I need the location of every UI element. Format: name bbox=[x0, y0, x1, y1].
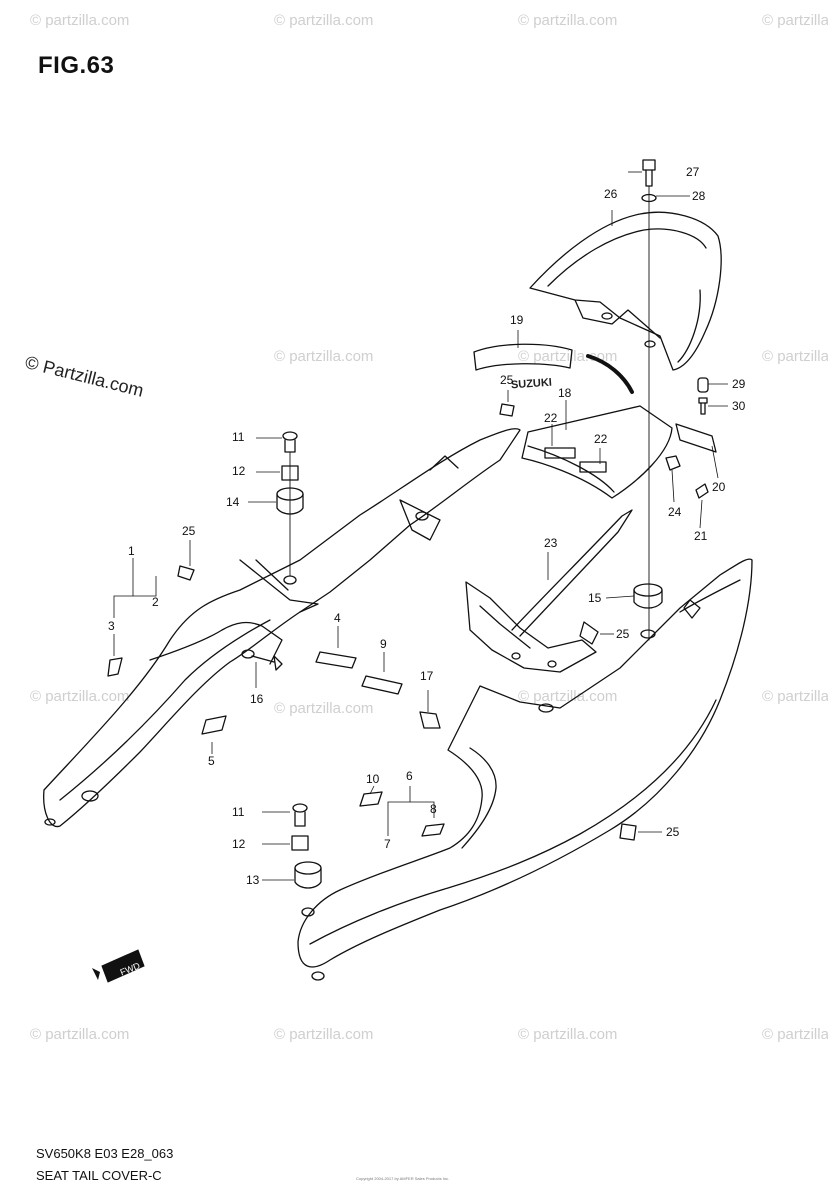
bolt-part-27 bbox=[642, 159, 656, 187]
callout-part-1[interactable]: 1 bbox=[128, 544, 135, 558]
clip-part-24 bbox=[665, 455, 681, 471]
model-code: SV650K8 E03 E28_063 bbox=[36, 1146, 174, 1161]
callout-part-21[interactable]: 21 bbox=[694, 529, 708, 543]
clip-part-25-top bbox=[499, 403, 515, 417]
copyright-notice: Copyright 2004-2017 by AMFER Sales Produ… bbox=[356, 1176, 450, 1181]
watermark: © partzilla.com bbox=[518, 348, 618, 365]
callout-part-2[interactable]: 2 bbox=[152, 595, 159, 609]
callout-part-16[interactable]: 16 bbox=[250, 692, 264, 706]
callout-part-15[interactable]: 15 bbox=[588, 591, 602, 605]
callout-part-13[interactable]: 13 bbox=[246, 873, 260, 887]
collar-part-15-lower bbox=[640, 629, 656, 639]
callout-part-8[interactable]: 8 bbox=[430, 802, 437, 816]
watermark: © partzilla.com bbox=[518, 1026, 618, 1043]
callout-part-4[interactable]: 4 bbox=[334, 611, 341, 625]
bracket-part-18 bbox=[521, 405, 673, 499]
screw-part-11-upper bbox=[282, 431, 298, 453]
clip-part-25-lower bbox=[619, 823, 637, 841]
watermark: © partzilla.com bbox=[274, 1026, 374, 1043]
figure-title: FIG.63 bbox=[38, 52, 115, 79]
callout-part-6[interactable]: 6 bbox=[406, 769, 413, 783]
watermark: © partzilla.com bbox=[518, 12, 618, 29]
side-cover-right-part-6 bbox=[297, 558, 753, 981]
callout-part-22-left[interactable]: 22 bbox=[544, 411, 558, 425]
callout-part-25-top[interactable]: 25 bbox=[500, 373, 514, 387]
watermark: © partzilla.com bbox=[30, 12, 130, 29]
callout-part-14[interactable]: 14 bbox=[226, 495, 240, 509]
tape-part-4 bbox=[315, 651, 357, 669]
callout-part-25-right[interactable]: 25 bbox=[616, 627, 630, 641]
plate-part-5 bbox=[201, 715, 227, 735]
grommet-part-13 bbox=[294, 861, 322, 889]
callout-part-3[interactable]: 3 bbox=[108, 619, 115, 633]
strip-part-20 bbox=[675, 423, 717, 453]
callout-part-7[interactable]: 7 bbox=[384, 837, 391, 851]
suzuki-emblem-part-19 bbox=[473, 343, 573, 371]
bolt-part-16 bbox=[241, 649, 283, 671]
callout-part-22-right[interactable]: 22 bbox=[594, 432, 608, 446]
watermark: © partzilla.com bbox=[30, 688, 130, 705]
watermark: © partzilla.com bbox=[274, 700, 374, 717]
callout-part-27[interactable]: 27 bbox=[686, 165, 700, 179]
callout-part-11-lower[interactable]: 11 bbox=[232, 805, 245, 819]
watermark: © partzilla.com bbox=[762, 1026, 828, 1043]
bracket-part-23 bbox=[465, 509, 633, 673]
tail-cover-part-26 bbox=[529, 211, 722, 371]
callout-part-17[interactable]: 17 bbox=[420, 669, 434, 683]
callout-part-10[interactable]: 10 bbox=[366, 772, 380, 786]
fwd-arrow-icon bbox=[92, 949, 145, 983]
callout-part-29[interactable]: 29 bbox=[732, 377, 746, 391]
tape-part-8 bbox=[421, 823, 445, 837]
watermark: © partzilla.com bbox=[762, 12, 828, 29]
diagram-caption: SEAT TAIL COVER-C bbox=[36, 1168, 162, 1183]
watermark: © partzilla.com bbox=[762, 688, 828, 705]
watermark: © partzilla.com bbox=[762, 348, 828, 365]
callout-part-30[interactable]: 30 bbox=[732, 399, 746, 413]
tape-part-21 bbox=[695, 483, 709, 499]
callout-part-5[interactable]: 5 bbox=[208, 754, 215, 768]
grommet-part-15 bbox=[633, 583, 663, 609]
tape-part-10 bbox=[359, 791, 383, 807]
watermark: © partzilla.com bbox=[274, 12, 374, 29]
tape-part-9 bbox=[361, 675, 403, 695]
callout-part-25-left[interactable]: 25 bbox=[182, 524, 196, 538]
collar-part-29 bbox=[697, 377, 709, 393]
callout-part-20[interactable]: 20 bbox=[712, 480, 726, 494]
collar-part-12-upper bbox=[281, 465, 299, 481]
screw-part-30 bbox=[698, 397, 708, 415]
watermark: © partzilla.com bbox=[30, 1026, 130, 1043]
collar-part-12-lower bbox=[291, 835, 309, 851]
callout-part-11-upper[interactable]: 11 bbox=[232, 430, 245, 444]
watermark: © partzilla.com bbox=[518, 688, 618, 705]
screw-part-11-lower bbox=[292, 803, 308, 827]
plate-part-3 bbox=[107, 657, 123, 677]
callout-part-9[interactable]: 9 bbox=[380, 637, 387, 651]
callout-part-28[interactable]: 28 bbox=[692, 189, 706, 203]
clip-part-25-right bbox=[579, 621, 599, 645]
callout-part-12-upper[interactable]: 12 bbox=[232, 464, 246, 478]
callout-part-19[interactable]: 19 bbox=[510, 313, 524, 327]
callout-part-25-lower[interactable]: 25 bbox=[666, 825, 680, 839]
callout-part-26[interactable]: 26 bbox=[604, 187, 618, 201]
clip-part-17 bbox=[419, 711, 441, 729]
side-cover-left-part-1 bbox=[43, 428, 521, 828]
watermark: © partzilla.com bbox=[274, 348, 374, 365]
callout-part-23[interactable]: 23 bbox=[544, 536, 558, 550]
callout-part-12-lower[interactable]: 12 bbox=[232, 837, 246, 851]
clip-part-25-left bbox=[177, 565, 195, 581]
callout-part-18[interactable]: 18 bbox=[558, 386, 572, 400]
callout-part-24[interactable]: 24 bbox=[668, 505, 682, 519]
